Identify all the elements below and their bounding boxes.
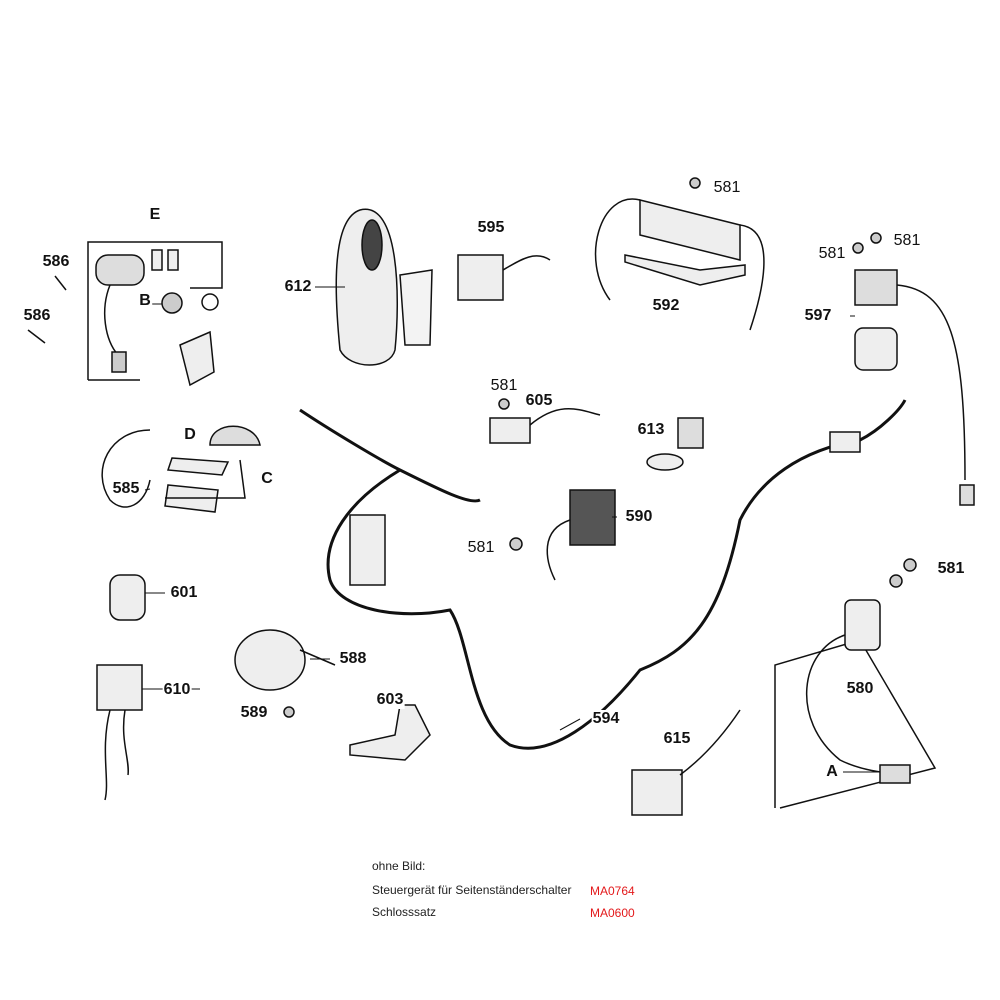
- part-label: B: [138, 292, 152, 310]
- switch-613: [646, 417, 704, 471]
- part-label: 595: [476, 219, 506, 237]
- footer-item-code[interactable]: MA0764: [590, 884, 635, 898]
- starter-relay-597: [689, 177, 975, 506]
- part-label: 605: [524, 392, 554, 410]
- part-label: D: [183, 426, 197, 444]
- part-label: 581: [936, 560, 966, 578]
- part-label: 588: [338, 650, 368, 668]
- footer-item-name: Schlosssatz: [372, 905, 437, 919]
- part-label: A: [825, 763, 839, 781]
- footer-item-name: Steuergerät für Seitenständerschalter: [372, 883, 572, 897]
- part-label: E: [148, 206, 162, 224]
- part-label: 581: [892, 232, 922, 250]
- part-label: C: [260, 470, 274, 488]
- module-615: [631, 769, 683, 816]
- ignition-switch-group: [27, 241, 223, 387]
- regulator-605: [489, 417, 531, 444]
- wire-585: [101, 429, 151, 508]
- footer-item-code[interactable]: MA0600: [590, 906, 635, 920]
- part-label: 581: [817, 245, 847, 263]
- part-label: 615: [662, 730, 692, 748]
- part-label: 592: [651, 297, 681, 315]
- part-label: 594: [591, 710, 621, 728]
- part-label: 586: [22, 307, 52, 325]
- part-label: 590: [624, 508, 654, 526]
- part-label: 601: [169, 584, 199, 602]
- part-label: 612: [283, 278, 313, 296]
- ring-D: [166, 457, 230, 476]
- part-label: 586: [41, 253, 71, 271]
- part-label: 585: [111, 480, 141, 498]
- part-label: 589: [239, 704, 269, 722]
- regulator-590: [569, 489, 616, 546]
- part-label: 580: [845, 680, 875, 698]
- part-label: 610: [162, 681, 192, 699]
- main-harness-594: [299, 399, 907, 750]
- flasher-601: [109, 574, 146, 621]
- bracket-603: [349, 704, 431, 761]
- horn-588: [234, 629, 306, 691]
- relay-595: [457, 254, 504, 301]
- ignition-coil-580: [774, 558, 937, 809]
- part-label: 597: [803, 307, 833, 325]
- part-label: 581: [712, 179, 742, 197]
- rubber-cover-612: [335, 208, 433, 366]
- footer-heading: ohne Bild:: [372, 859, 426, 873]
- part-label: 581: [489, 377, 519, 395]
- bracket-592: [594, 198, 765, 331]
- part-label: 581: [466, 539, 496, 557]
- part-label: 603: [375, 691, 405, 709]
- cdi-610: [96, 664, 143, 711]
- part-label: 613: [636, 421, 666, 439]
